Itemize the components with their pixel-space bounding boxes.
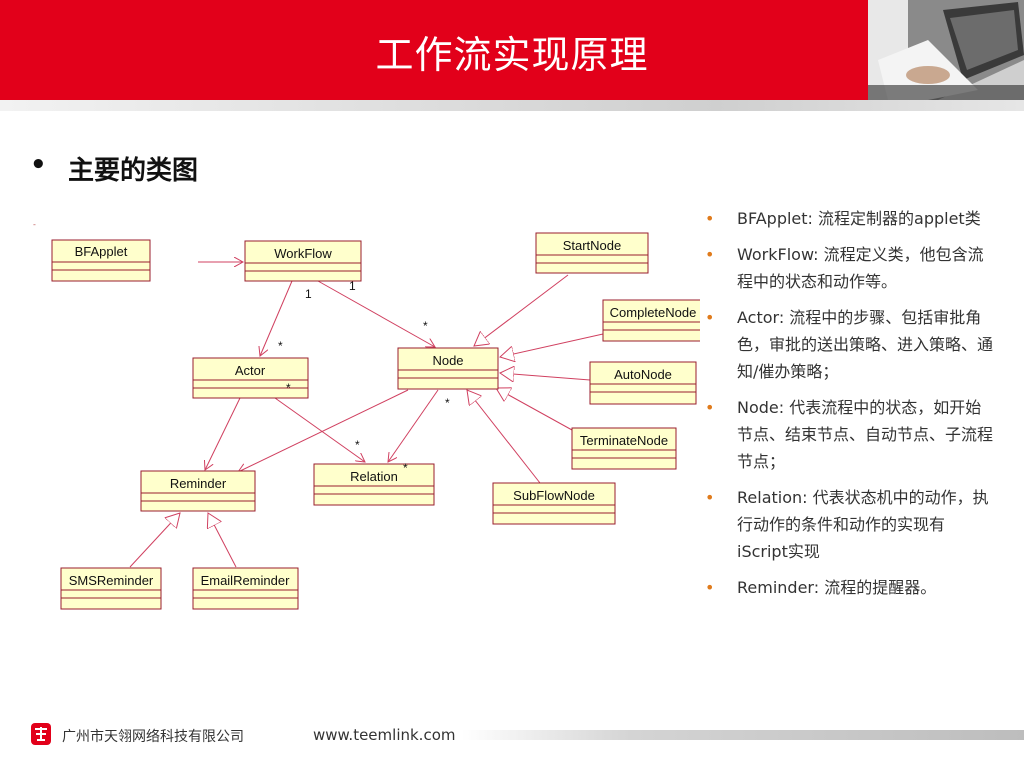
class-name: SubFlowNode (513, 488, 595, 503)
note-text: Node: 代表流程中的状态，如开始节点、结束节点、自动节点、子流程节点； (737, 398, 993, 471)
edge-node-relation (388, 390, 438, 462)
notes-list: • BFApplet: 流程定制器的applet类 • WorkFlow: 流程定义… (705, 205, 995, 610)
edge-workflow-actor (260, 281, 292, 356)
note-bullet: • (705, 394, 714, 421)
note-text: Relation: 代表状态机中的动作，执行动作的条件和动作的实现有iScrip… (737, 488, 989, 561)
class-workflow: WorkFlow (245, 241, 361, 281)
website-link[interactable]: www.teemlink.com (313, 726, 455, 744)
note-item: • BFApplet: 流程定制器的applet类 (705, 205, 995, 232)
company-name: 广州市天翎网络科技有限公司 (62, 726, 244, 746)
edge-terminatenode-node (496, 388, 572, 430)
multiplicity-node-relation: * (445, 396, 450, 410)
edge-actor-relation (275, 398, 365, 462)
header-stripe (0, 100, 1024, 111)
class-name: SMSReminder (69, 573, 154, 588)
class-name: EmailReminder (201, 573, 291, 588)
class-emailreminder: EmailReminder (193, 568, 298, 609)
multiplicity-node-end: * (423, 319, 428, 333)
class-name: Reminder (170, 476, 227, 491)
note-text: WorkFlow: 流程定义类，他包含流程中的状态和动作等。 (737, 245, 984, 291)
note-item: • Actor: 流程中的步骤、包括审批角色，审批的送出策略、进入策略、通知/催办… (705, 304, 995, 385)
class-diagram: BFApplet WorkFlow StartNode CompleteNode… (0, 200, 700, 630)
class-subflownode: SubFlowNode (493, 483, 615, 524)
footer-bar (462, 730, 1024, 740)
class-name: BFApplet (75, 244, 128, 259)
edge-actor-reminder (205, 398, 240, 470)
multiplicity-workflow-actor: 1 (305, 287, 312, 301)
note-bullet: • (705, 574, 714, 601)
class-name: WorkFlow (274, 246, 332, 261)
multiplicity-actor-relation: * (286, 381, 291, 395)
multiplicity-actor-end: * (278, 339, 283, 353)
edge-node-reminder (238, 390, 408, 472)
note-bullet: • (705, 241, 714, 268)
class-smsreminder: SMSReminder (61, 568, 161, 609)
note-bullet: • (705, 205, 714, 232)
class-name: CompleteNode (610, 305, 697, 320)
edge-subflownode-node (467, 390, 540, 483)
edge-workflow-node (318, 281, 435, 347)
edge-smsreminder-reminder (130, 513, 180, 567)
edge-emailreminder-reminder (208, 513, 236, 567)
note-item: • Node: 代表流程中的状态，如开始节点、结束节点、自动节点、子流程节点； (705, 394, 995, 475)
note-bullet: • (705, 304, 714, 331)
class-completenode: CompleteNode (603, 300, 700, 341)
class-relation: Relation (314, 464, 434, 505)
class-name: Actor (235, 363, 266, 378)
note-item: • WorkFlow: 流程定义类，他包含流程中的状态和动作等。 (705, 241, 995, 295)
note-item: • Relation: 代表状态机中的动作，执行动作的条件和动作的实现有iScri… (705, 484, 995, 565)
note-text: Actor: 流程中的步骤、包括审批角色，审批的送出策略、进入策略、通知/催办策… (737, 308, 993, 381)
note-text: BFApplet: 流程定制器的applet类 (737, 209, 981, 228)
edge-startnode-node (474, 275, 568, 346)
multiplicity-workflow-node: 1 (349, 279, 356, 293)
section-heading: 主要的类图 (68, 150, 198, 187)
class-name: TerminateNode (580, 433, 668, 448)
class-name: Node (432, 353, 463, 368)
note-text: Reminder: 流程的提醒器。 (737, 578, 936, 597)
class-node: Node (398, 348, 498, 389)
class-reminder: Reminder (141, 471, 255, 511)
multiplicity-relation-left: * (355, 438, 360, 452)
edge-completenode-node (500, 334, 603, 357)
laptop-photo (868, 0, 1024, 100)
multiplicity-relation-right: * (403, 461, 408, 475)
class-name: Relation (350, 469, 398, 484)
note-bullet: • (705, 484, 714, 511)
class-autonode: AutoNode (590, 362, 696, 404)
class-bfapplet: BFApplet (52, 240, 150, 281)
class-name: AutoNode (614, 367, 672, 382)
class-actor: Actor (193, 358, 308, 398)
class-terminatenode: TerminateNode (572, 428, 676, 469)
heading-bullet: • (30, 150, 47, 180)
edge-autonode-node (500, 373, 590, 380)
note-item: • Reminder: 流程的提醒器。 (705, 574, 995, 601)
class-startnode: StartNode (536, 233, 648, 273)
class-name: StartNode (563, 238, 622, 253)
teemlink-logo-icon (30, 721, 52, 747)
